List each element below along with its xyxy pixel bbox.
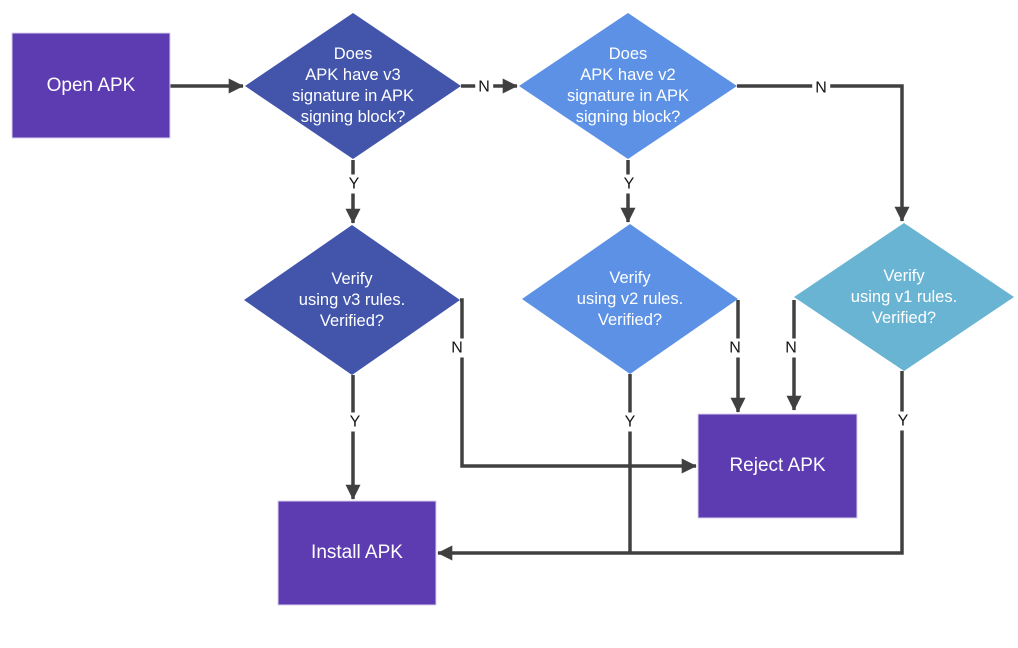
- edge-verifyv1-yes-to-install: [437, 371, 904, 561]
- node-verify-v3-shape: [244, 225, 460, 375]
- node-reject-apk-shape: [697, 413, 858, 519]
- node-open-apk-shape: [11, 32, 171, 139]
- edge-qv2-no-to-verifyv1: [737, 84, 910, 222]
- node-install-apk-shape: [277, 500, 437, 606]
- node-verify-v2-shape: [522, 224, 738, 374]
- edge-verifyv3-no-to-reject: [460, 298, 697, 474]
- nodes-group: [11, 13, 1014, 606]
- node-verify-v1-shape: [794, 223, 1014, 371]
- node-q-v2-shape: [519, 13, 737, 159]
- edges-group: [170, 78, 910, 561]
- node-q-v3-shape: [245, 13, 461, 159]
